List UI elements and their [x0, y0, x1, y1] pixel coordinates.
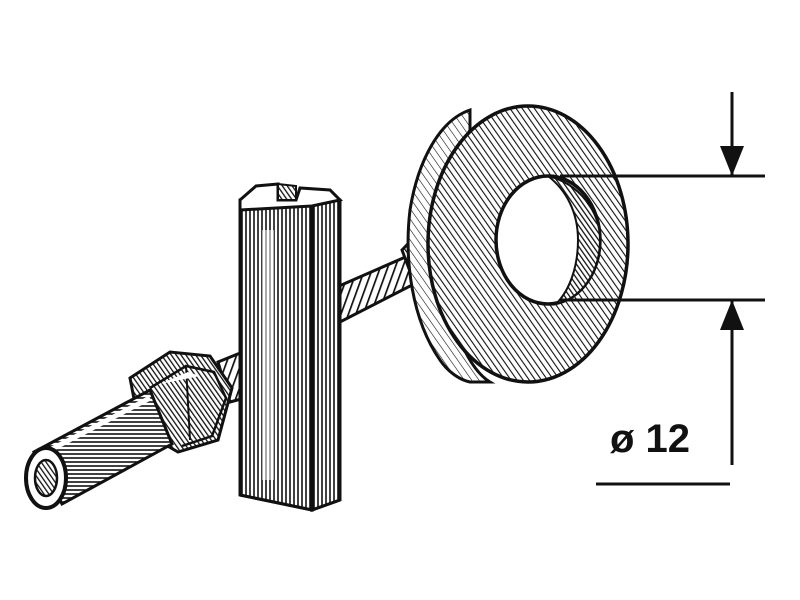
- diameter-label: ø 12: [610, 417, 690, 461]
- dimension-annotation: ø 12: [560, 92, 765, 486]
- clamp-plate: [238, 182, 344, 513]
- arrowhead-up: [720, 300, 744, 330]
- arrowhead-down: [720, 146, 744, 176]
- eye-ring: [406, 104, 630, 384]
- tube-sleeve: [24, 387, 174, 510]
